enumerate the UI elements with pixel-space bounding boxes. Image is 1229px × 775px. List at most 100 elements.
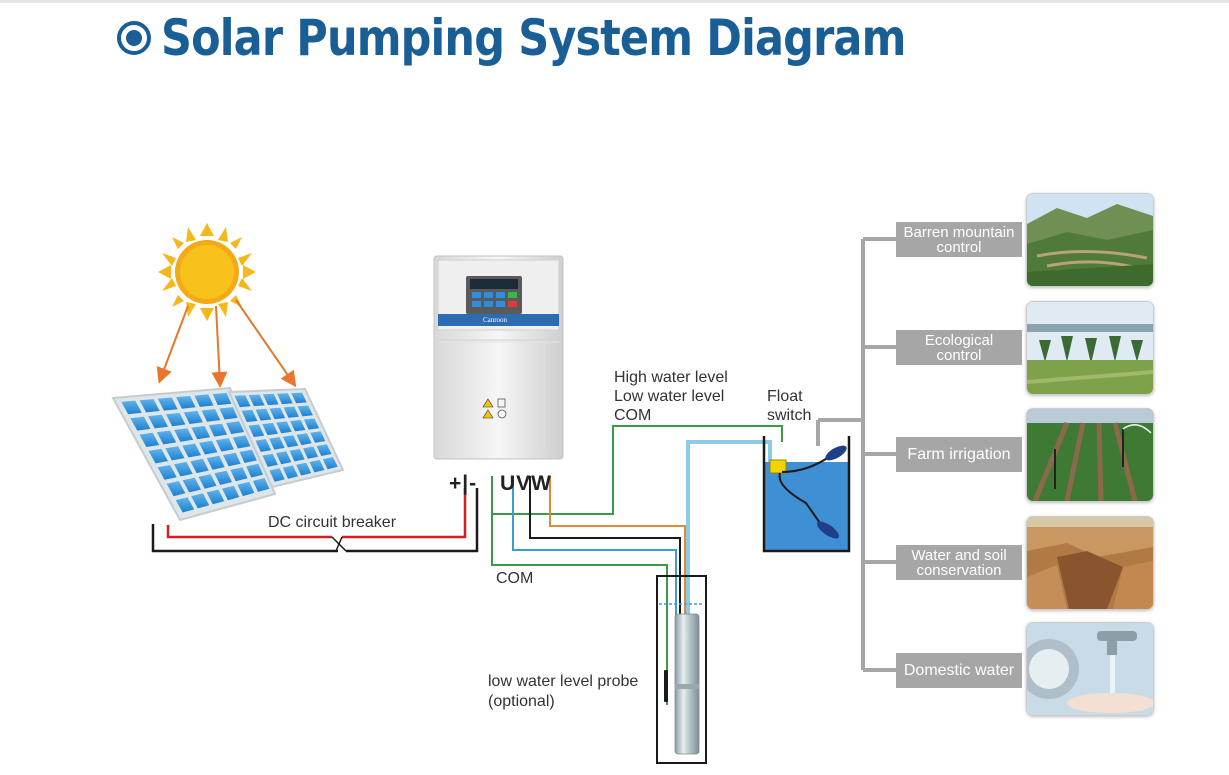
solar-cell: [296, 433, 312, 446]
solar-cell: [255, 439, 272, 452]
application-branches: [818, 237, 896, 672]
solar-cell: [262, 453, 278, 467]
solar-cell: [232, 435, 251, 449]
solar-cell: [283, 406, 299, 418]
solar-cell: [276, 421, 292, 434]
solar-cell: [290, 419, 306, 432]
solar-cell: [182, 477, 201, 493]
solar-cell: [174, 461, 193, 477]
solar-cell: [316, 444, 332, 456]
app-label-farm-irrigation: Farm irrigation: [896, 437, 1022, 472]
inverter-brand: Canroon: [482, 316, 508, 324]
solar-cell: [289, 448, 305, 462]
solar-cell: [269, 407, 286, 420]
solar-cell: [296, 462, 312, 476]
solar-cell: [255, 408, 272, 421]
sunlight-rays: [156, 299, 297, 388]
app-label-water-soil: Water and soil conservation: [896, 545, 1022, 580]
solar-cell: [176, 396, 196, 409]
solar-cell: [310, 431, 326, 443]
solar-cell: [276, 451, 292, 465]
solar-cell: [212, 392, 232, 406]
top-border: [0, 0, 1229, 3]
vfd-inverter: [433, 255, 564, 460]
borehole-well: [656, 575, 707, 764]
app-label-ecological: Ecological control: [896, 330, 1022, 365]
solar-cell: [262, 393, 279, 406]
solar-cell: [166, 412, 186, 427]
solar-cell: [241, 409, 258, 422]
solar-cell: [206, 455, 225, 470]
solar-cell: [199, 440, 218, 455]
float-label: Float: [767, 388, 803, 405]
solar-cell: [214, 470, 232, 485]
solar-cell: [219, 407, 238, 420]
solar-cell: [269, 437, 285, 450]
solar-cell: [139, 399, 160, 413]
solar-cell: [252, 478, 270, 492]
solar-cell: [223, 452, 241, 467]
solar-cell: [269, 468, 285, 482]
solar-cell: [239, 449, 257, 463]
solar-cell: [191, 425, 211, 440]
solar-cell: [215, 438, 234, 452]
solar-cell: [303, 418, 320, 430]
solar-cell: [291, 392, 307, 404]
solar-cell: [157, 397, 178, 411]
solar-cell: [194, 394, 214, 407]
app-label-domestic-water: Domestic water: [896, 653, 1022, 688]
wiring: [151, 425, 783, 705]
photo-tap-water: [1026, 622, 1154, 716]
dc-terminal-label: +|-: [449, 472, 478, 495]
solar-cell: [198, 474, 217, 489]
solar-cell: [190, 458, 209, 474]
solar-cell: [121, 400, 142, 415]
solar-cell: [282, 435, 299, 448]
solar-cell: [297, 405, 313, 417]
solar-panel-array: [111, 386, 345, 522]
solar-cell: [309, 459, 325, 473]
solar-cell: [166, 481, 186, 497]
solar-cell: [226, 421, 245, 434]
solar-cell: [262, 422, 278, 436]
solar-cell: [157, 465, 177, 480]
solar-cell: [277, 393, 293, 405]
solar-cell: [165, 446, 185, 461]
solar-cell: [148, 414, 168, 429]
uvw-terminal-label: UVW: [500, 472, 552, 495]
probe-label: low water level probe: [488, 673, 639, 690]
solar-cell: [148, 448, 168, 464]
dc-breaker-label: DC circuit breaker: [268, 514, 397, 531]
solar-cell: [230, 467, 248, 482]
solar-cell: [206, 489, 225, 505]
solar-cell: [139, 432, 160, 447]
com-label: COM: [496, 570, 534, 587]
solar-cell: [208, 423, 228, 437]
solar-cell: [183, 410, 203, 424]
high-water-level-label: High water level: [614, 369, 728, 386]
water-tank: [762, 420, 851, 553]
solar-cell: [175, 497, 195, 513]
low-water-level-label: Low water level: [614, 388, 725, 405]
solar-cell: [282, 465, 298, 479]
solar-cell: [322, 457, 338, 470]
solar-cell: [248, 394, 265, 407]
solar-cell: [156, 430, 177, 445]
photo-tree-nursery: [1026, 301, 1154, 395]
app-label-barren-mountain: Barren mountain control: [896, 222, 1022, 257]
solar-cell: [303, 446, 319, 459]
page-header: Solar Pumping System Diagram: [117, 8, 1027, 68]
solar-cell: [182, 443, 201, 458]
solar-cell: [237, 481, 255, 497]
photo-sprinkler-field: [1026, 408, 1154, 502]
solar-cell: [246, 463, 264, 478]
bullet-icon: [117, 21, 151, 55]
probe-optional-label: (optional): [488, 693, 555, 710]
switch-label: switch: [767, 407, 812, 424]
solar-cell: [130, 416, 151, 431]
solar-cell: [248, 424, 265, 437]
solar-cell: [201, 409, 221, 422]
photo-eroded-gully: [1026, 516, 1154, 610]
solar-cell: [222, 485, 240, 501]
